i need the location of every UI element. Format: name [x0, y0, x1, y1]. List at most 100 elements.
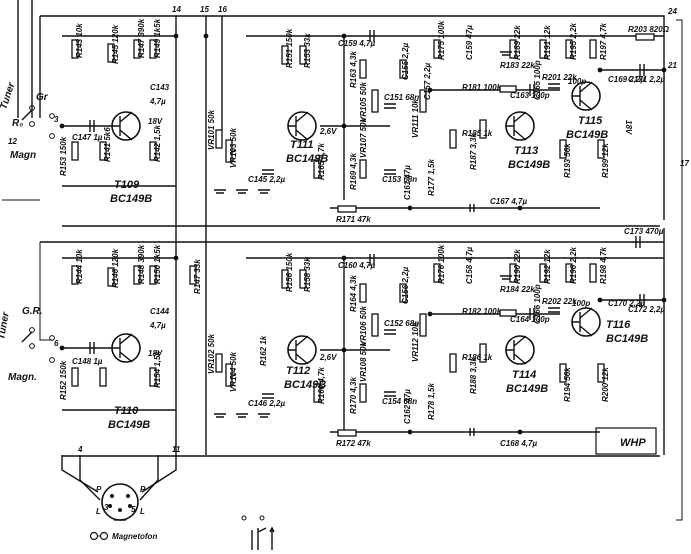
part-label: R145 120k	[111, 24, 120, 64]
part-label: VR107 50k	[359, 117, 368, 158]
part-label: C170 2,2µ	[608, 299, 645, 308]
transistor-name: T111	[290, 139, 313, 151]
part-label: C164 100p	[510, 315, 550, 324]
voltage-label: 18V	[624, 120, 633, 135]
part-label: R156 150k	[285, 252, 294, 292]
part-label: 4,7µ	[149, 321, 166, 330]
part-label: R153 33k	[303, 33, 312, 68]
part-label: R160 4,7k	[317, 367, 326, 404]
part-label: C159 4,7µ	[338, 39, 375, 48]
part-label: R151 150k	[285, 28, 294, 68]
transistor-t114	[505, 335, 535, 365]
transistor-name: T114	[512, 369, 536, 381]
part-label: C168 4,7µ	[500, 439, 537, 448]
part-label: R144 10k	[75, 249, 84, 284]
part-label: C145 2,2µ	[248, 175, 285, 184]
part-label: R169 4,3k	[349, 153, 358, 190]
transistor-t109	[111, 111, 141, 141]
part-label: R152 150k	[59, 360, 68, 400]
part-label: C157 2,2µ	[423, 63, 432, 100]
transistor-type: BC149B	[110, 193, 152, 205]
capacitors	[89, 30, 645, 436]
part-label: C156 2,2µ	[401, 267, 410, 304]
part-label: C167 4,7µ	[490, 197, 527, 206]
din-pin-label: L	[96, 507, 101, 516]
gr-label: Gr	[36, 92, 49, 103]
transistor-t112	[287, 335, 317, 365]
part-label: 4,7µ	[149, 97, 166, 106]
part-label: R170 4,3k	[349, 377, 358, 414]
part-label: R194 56k	[563, 367, 572, 402]
transistor-type: BC149B	[506, 383, 548, 395]
pin-17: 17	[680, 159, 689, 168]
magn-label: Magn	[10, 150, 36, 161]
transistor-type: BC149B	[606, 333, 648, 345]
part-label: R185 1k	[462, 129, 493, 138]
magnetofon-label: Magnetofon	[112, 532, 157, 541]
part-label: C155 2,2µ	[401, 43, 410, 80]
transistor-t111	[287, 111, 317, 141]
part-label: R148 390k	[137, 244, 146, 284]
part-label: R175 100k	[437, 20, 446, 60]
part-label: 100p	[572, 299, 590, 308]
transistor-type: BC149B	[566, 129, 608, 141]
part-label: C148 1µ	[72, 357, 103, 366]
gr2-label: G.R.	[22, 306, 43, 317]
part-label: R191 12k	[543, 25, 552, 60]
part-label: VR104 50k	[229, 351, 238, 392]
part-label: VR102 50k	[207, 333, 216, 374]
whp-label: WHP	[620, 437, 646, 449]
part-label: R149 1k5k	[153, 18, 162, 58]
part-label: R176 100k	[437, 244, 446, 284]
part-label: VR106 50k	[359, 305, 368, 346]
part-label: R203 820Ω	[628, 25, 670, 34]
transistor-t113	[505, 111, 535, 141]
switch-symbol	[241, 515, 275, 550]
part-label: C166 100p	[533, 284, 542, 324]
pin-16: 16	[218, 5, 227, 14]
part-label: C162 47µ	[403, 389, 412, 424]
part-label: R199 12k	[601, 143, 610, 178]
part-label: C160 4,7µ	[338, 261, 375, 270]
part-label: C169 2,2µ	[608, 75, 645, 84]
din-pin-label: 3	[104, 503, 109, 512]
transistor-name: T115	[578, 115, 603, 127]
transistor-t110	[111, 333, 141, 363]
part-label: R147 390k	[137, 18, 146, 58]
transistor-type: BC149B	[508, 159, 550, 171]
part-label: R143 10k	[75, 23, 84, 58]
part-label: R193 56k	[563, 143, 572, 178]
transistor-name: T116	[606, 319, 631, 331]
transistor-t115	[571, 81, 601, 111]
din-connector: P P L L 3 5	[96, 483, 146, 521]
part-label: C146 2,2µ	[248, 399, 285, 408]
part-label: VR111 10k	[411, 99, 420, 138]
tuner-label: Tuner	[0, 80, 18, 111]
transistor-name: T113	[514, 145, 538, 157]
part-label: C173 470µ	[624, 227, 664, 236]
part-label: R200 12k	[601, 367, 610, 402]
transistor-type: BC149B	[108, 419, 150, 431]
part-label: C147 1µ	[72, 133, 103, 142]
part-label: C159 47µ	[465, 25, 474, 60]
part-label: R192 12k	[543, 249, 552, 284]
voltage-label: 18V	[148, 349, 163, 358]
resistors	[71, 33, 655, 437]
part-label: R184 22k	[500, 285, 535, 294]
part-label: R154 1,5k	[153, 351, 162, 388]
part-label: R142 1,5k	[153, 125, 162, 162]
part-label: R187 3,3k	[469, 133, 478, 170]
part-label: VR103 50k	[229, 127, 238, 168]
transistor-t116	[571, 307, 601, 337]
pin-6: 6	[54, 339, 59, 348]
part-label: C154 68n	[382, 397, 417, 406]
pin-11: 11	[172, 445, 181, 454]
part-label: R197 4,7k	[599, 23, 608, 60]
part-label: R190 22k	[513, 249, 522, 284]
part-label: R162 1k	[259, 335, 268, 366]
part-label: C171 2,2µ	[628, 75, 665, 84]
pin-24: 24	[667, 7, 677, 16]
part-label: C161 47µ	[403, 165, 412, 200]
magnetofon-legend: Magnetofon	[89, 531, 157, 541]
